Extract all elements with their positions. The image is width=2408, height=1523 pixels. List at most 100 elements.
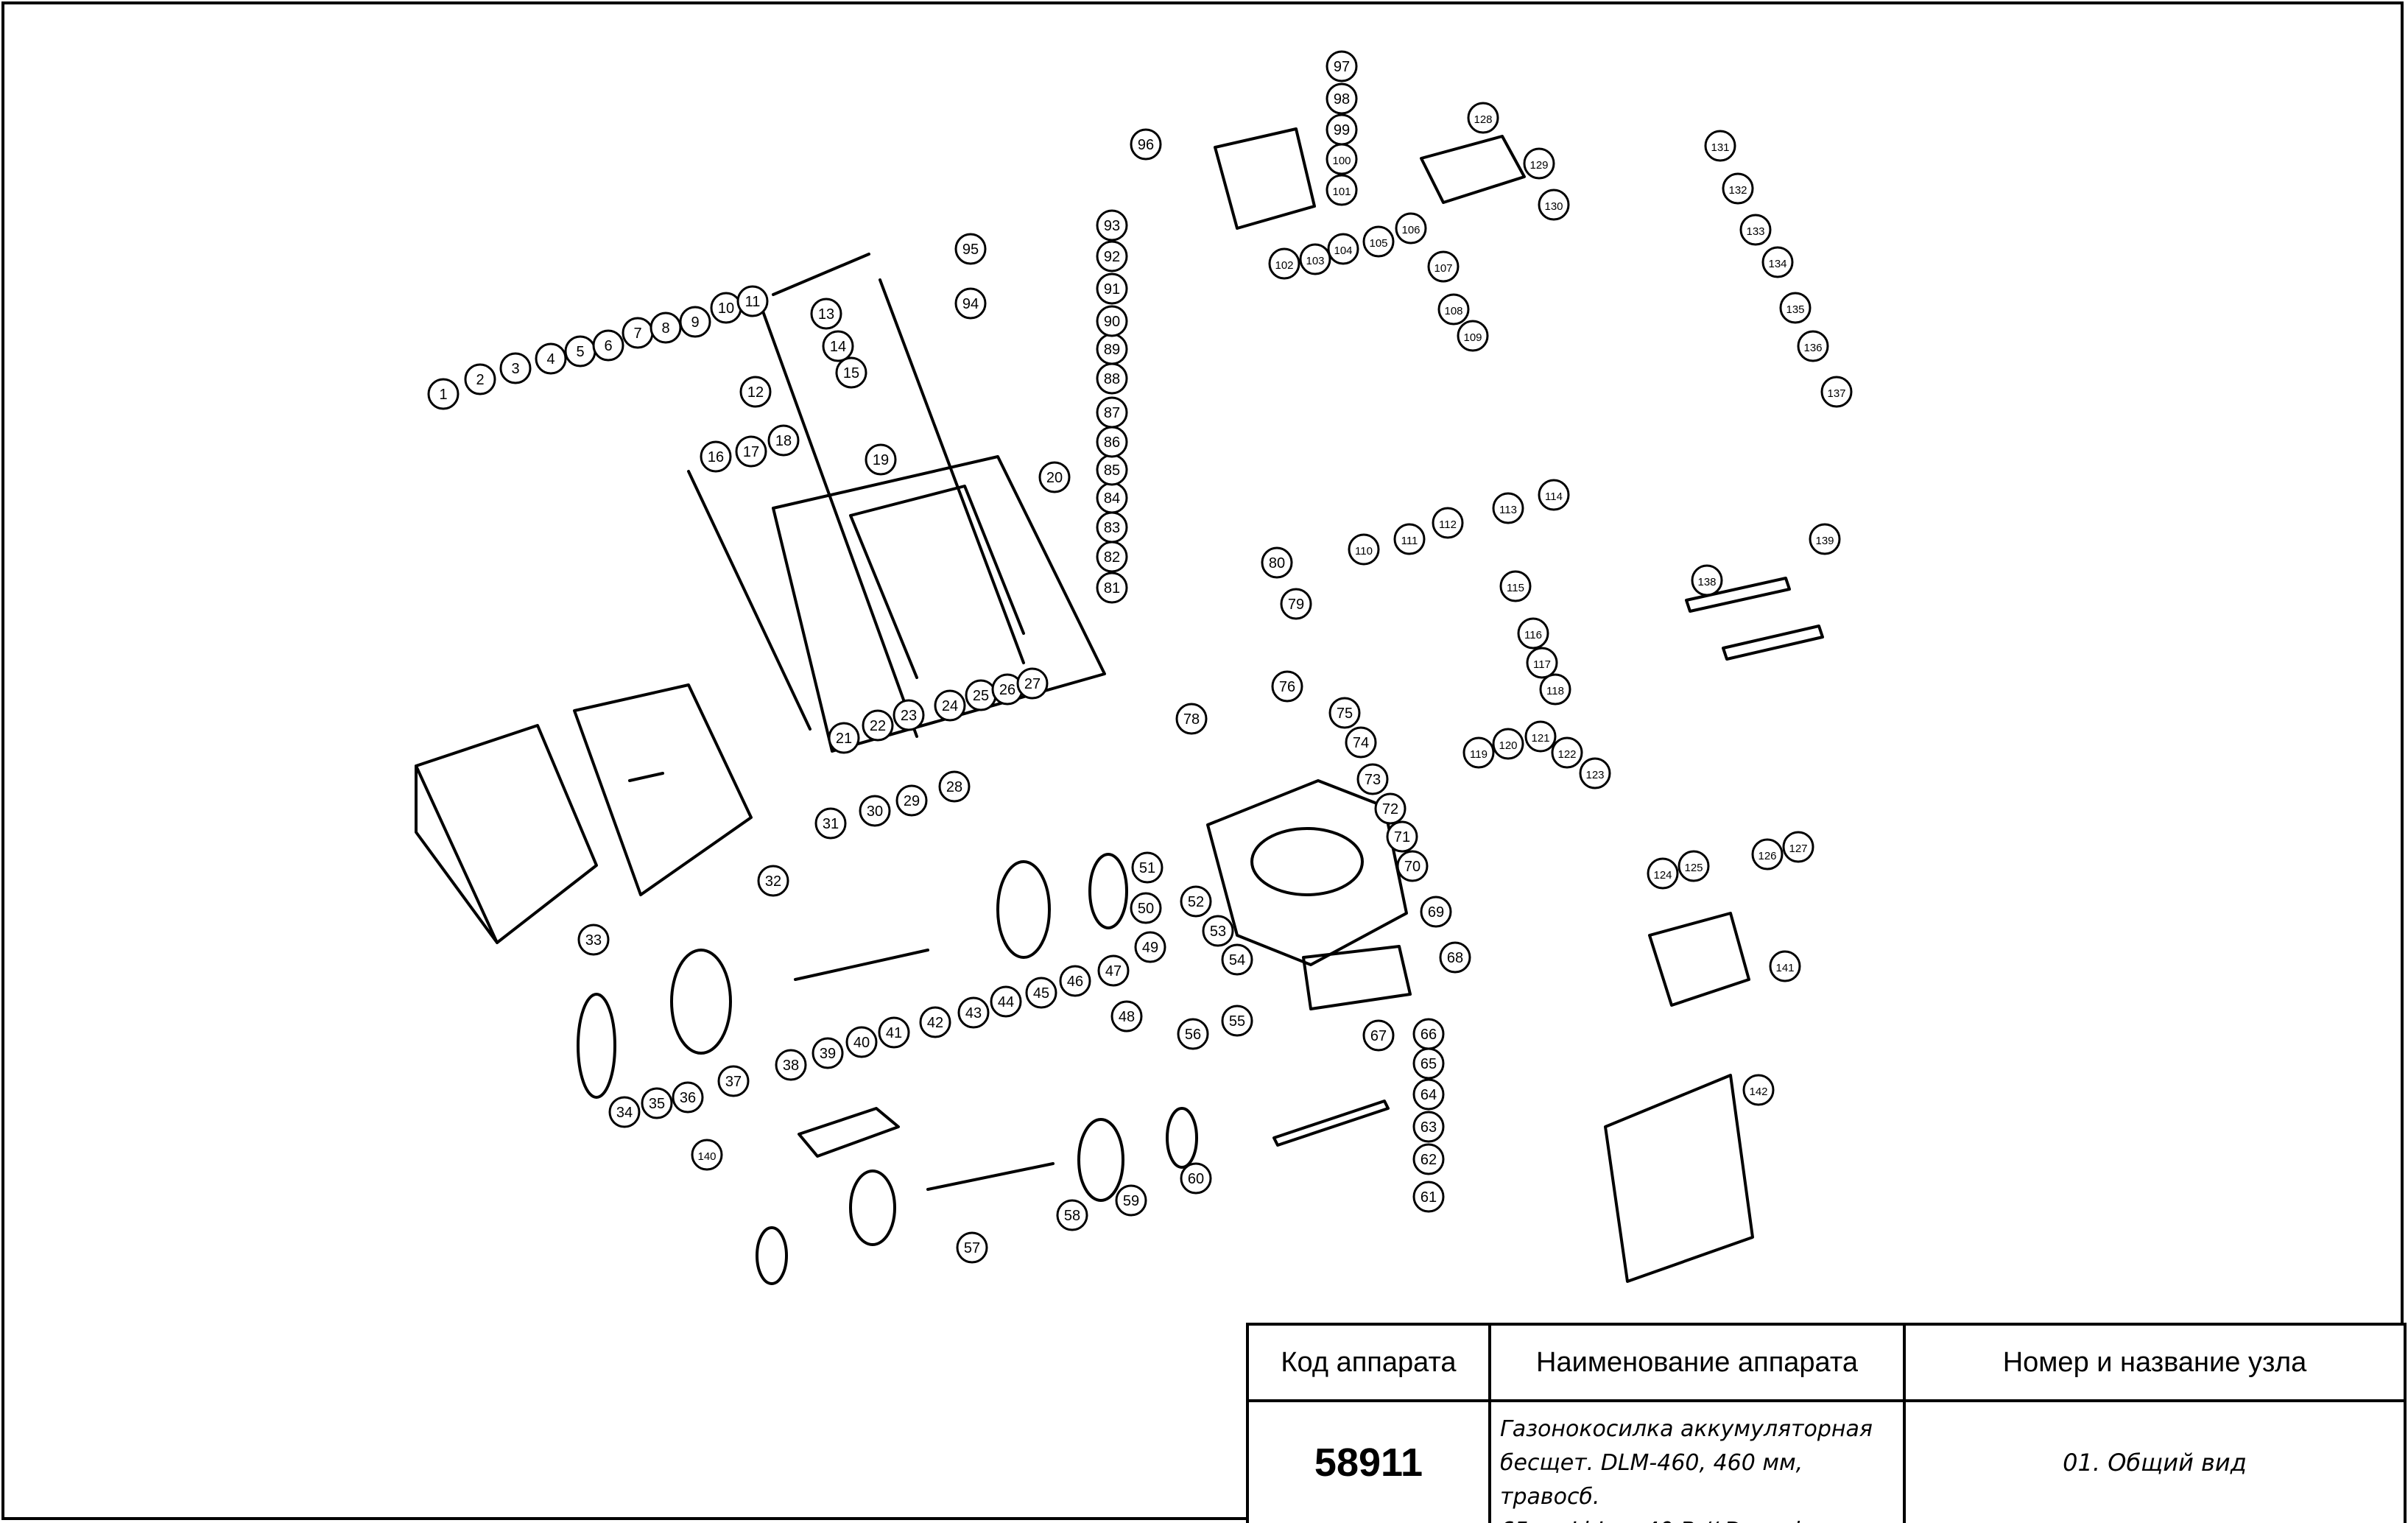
callout-label: 99 xyxy=(1334,122,1350,138)
callout-label: 46 xyxy=(1067,974,1083,990)
callout-129: 129 xyxy=(1523,147,1555,180)
callout-label: 93 xyxy=(1104,218,1120,234)
callout-97: 97 xyxy=(1326,50,1358,82)
mulch-plug-drawing xyxy=(798,1107,900,1158)
charger-drawing xyxy=(1604,1074,1754,1283)
callout-label: 103 xyxy=(1306,255,1324,267)
callout-label: 58 xyxy=(1064,1208,1080,1224)
battery-compartment-drawing xyxy=(1214,127,1316,230)
callout-74: 74 xyxy=(1345,726,1377,759)
callout-label: 13 xyxy=(818,306,834,323)
callout-125: 125 xyxy=(1677,850,1710,882)
callout-1: 1 xyxy=(427,378,460,410)
callout-label: 8 xyxy=(661,320,669,337)
callout-76: 76 xyxy=(1271,670,1303,703)
callout-label: 69 xyxy=(1428,904,1444,921)
callout-label: 19 xyxy=(873,452,889,468)
callout-label: 100 xyxy=(1332,155,1351,167)
callout-90: 90 xyxy=(1096,305,1128,337)
callout-100: 100 xyxy=(1326,143,1358,175)
callout-label: 142 xyxy=(1749,1086,1767,1098)
callout-label: 24 xyxy=(942,698,958,714)
callout-label: 53 xyxy=(1210,924,1226,940)
callout-36: 36 xyxy=(672,1081,704,1114)
callout-51: 51 xyxy=(1131,851,1163,884)
callout-84: 84 xyxy=(1096,482,1128,514)
callout-45: 45 xyxy=(1025,977,1057,1009)
callout-label: 80 xyxy=(1269,555,1285,571)
callout-67: 67 xyxy=(1362,1019,1395,1052)
callout-label: 4 xyxy=(546,351,555,367)
callout-label: 123 xyxy=(1585,769,1604,781)
callout-141: 141 xyxy=(1769,950,1801,982)
callout-label: 41 xyxy=(886,1025,902,1041)
callout-71: 71 xyxy=(1386,820,1418,853)
callout-label: 60 xyxy=(1188,1171,1204,1187)
callout-41: 41 xyxy=(878,1016,910,1049)
callout-label: 32 xyxy=(765,873,781,890)
wheel-60-drawing xyxy=(1166,1107,1198,1169)
callout-label: 108 xyxy=(1444,305,1462,317)
callout-label: 51 xyxy=(1139,860,1155,876)
callout-label: 68 xyxy=(1447,950,1463,966)
callout-81: 81 xyxy=(1096,571,1128,604)
callout-label: 23 xyxy=(901,708,917,724)
wheel-rear-b-drawing xyxy=(756,1226,788,1285)
callout-label: 120 xyxy=(1499,739,1517,752)
callout-126: 126 xyxy=(1751,838,1784,870)
callout-label: 124 xyxy=(1653,869,1672,882)
callout-68: 68 xyxy=(1439,941,1471,974)
callout-109: 109 xyxy=(1457,320,1489,352)
callout-101: 101 xyxy=(1326,174,1358,206)
callout-17: 17 xyxy=(735,435,767,468)
callout-14: 14 xyxy=(822,330,854,362)
callout-label: 121 xyxy=(1531,732,1549,745)
name-header: Наименование аппарата xyxy=(1491,1326,1906,1402)
callout-13: 13 xyxy=(810,298,842,330)
callout-5: 5 xyxy=(564,335,596,367)
grass-bag-drawing xyxy=(415,724,598,944)
callout-label: 89 xyxy=(1104,342,1120,358)
code-header: Код аппарата xyxy=(1249,1326,1491,1402)
callout-label: 114 xyxy=(1545,490,1563,503)
callout-116: 116 xyxy=(1517,617,1549,650)
callout-130: 130 xyxy=(1538,189,1570,221)
callout-label: 47 xyxy=(1105,963,1122,979)
callout-label: 132 xyxy=(1728,184,1747,197)
callout-65: 65 xyxy=(1412,1047,1445,1080)
callout-label: 16 xyxy=(708,449,724,465)
callout-35: 35 xyxy=(641,1087,673,1119)
callout-44: 44 xyxy=(990,985,1022,1018)
callout-label: 122 xyxy=(1557,748,1576,761)
callout-label: 7 xyxy=(633,326,641,342)
callout-label: 86 xyxy=(1104,435,1120,451)
callout-132: 132 xyxy=(1722,172,1754,205)
callout-110: 110 xyxy=(1348,533,1380,566)
callout-label: 83 xyxy=(1104,520,1120,536)
callout-label: 126 xyxy=(1758,850,1776,862)
callout-label: 137 xyxy=(1827,387,1845,400)
callout-83: 83 xyxy=(1096,511,1128,544)
callout-40: 40 xyxy=(845,1026,878,1058)
callout-122: 122 xyxy=(1551,736,1583,769)
title-block: Код аппарата Наименование аппарата Номер… xyxy=(1246,1323,2407,1523)
callout-label: 106 xyxy=(1401,224,1420,236)
callout-139: 139 xyxy=(1809,523,1841,555)
axle-front-drawing xyxy=(926,1162,1055,1191)
callout-label: 102 xyxy=(1275,259,1293,272)
callout-label: 64 xyxy=(1420,1087,1437,1103)
callout-123: 123 xyxy=(1579,757,1611,789)
blade-drawing xyxy=(1272,1100,1390,1147)
callout-label: 139 xyxy=(1815,535,1834,547)
callout-label: 28 xyxy=(946,779,962,795)
callout-79: 79 xyxy=(1280,588,1312,620)
callout-label: 56 xyxy=(1185,1027,1201,1043)
axle-rear-drawing xyxy=(794,949,929,981)
callout-label: 18 xyxy=(775,433,792,449)
callout-99: 99 xyxy=(1326,113,1358,146)
callout-label: 65 xyxy=(1420,1056,1437,1072)
callout-label: 11 xyxy=(745,294,761,310)
callout-56: 56 xyxy=(1177,1018,1209,1050)
callout-59: 59 xyxy=(1115,1184,1147,1217)
